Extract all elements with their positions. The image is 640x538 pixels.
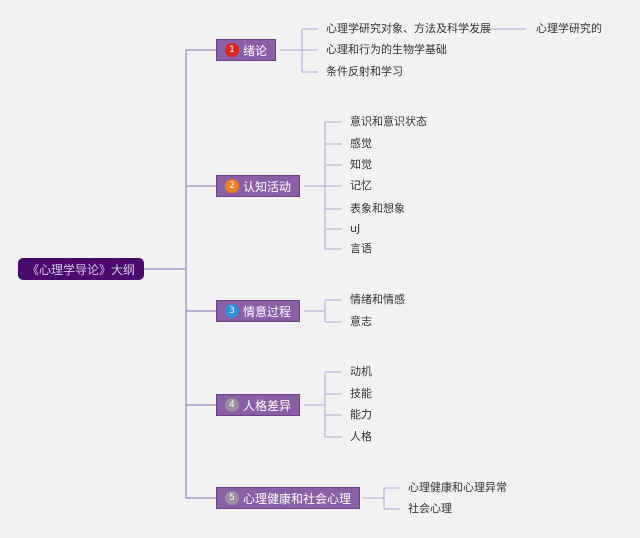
leaf-item[interactable]: 表象和想象	[350, 202, 405, 215]
section-node-1[interactable]: 1 绪论	[216, 39, 277, 61]
root-label: 《心理学导论》大纲	[26, 262, 135, 277]
leaf-item[interactable]: 感觉	[350, 137, 372, 150]
badge-3-icon: 3	[225, 304, 239, 318]
leaf-item[interactable]: 人格	[350, 430, 372, 443]
sub-leaf-item[interactable]: 心理学研究的	[536, 22, 602, 35]
section-node-2[interactable]: 2 认知活动	[216, 175, 301, 197]
root-node[interactable]: 《心理学导论》大纲	[18, 258, 144, 280]
leaf-item[interactable]: 社会心理	[408, 502, 452, 515]
leaf-item[interactable]: 能力	[350, 408, 372, 421]
leaf-item[interactable]: 意志	[350, 315, 372, 328]
leaf-item[interactable]: 心理和行为的生物学基础	[326, 43, 447, 56]
section-label-4: 人格差异	[243, 398, 292, 413]
badge-2-icon: 2	[225, 179, 239, 193]
leaf-item[interactable]: 心理健康和心理异常	[408, 481, 507, 494]
section-node-3[interactable]: 3 情意过程	[216, 300, 301, 322]
leaf-item[interactable]: 言语	[350, 242, 372, 255]
badge-1-icon: 1	[225, 43, 239, 57]
leaf-item[interactable]: 记忆	[350, 179, 372, 192]
leaf-item[interactable]: 条件反射和学习	[326, 65, 403, 78]
leaf-item[interactable]: uJ	[350, 222, 361, 235]
section-label-2: 认知活动	[243, 179, 292, 194]
section-label-3: 情意过程	[243, 304, 292, 319]
leaf-item[interactable]: 动机	[350, 365, 372, 378]
section-node-4[interactable]: 4 人格差异	[216, 394, 301, 416]
badge-5-icon: 5	[225, 491, 239, 505]
leaf-item[interactable]: 情绪和情感	[350, 293, 405, 306]
leaf-item[interactable]: 意识和意识状态	[350, 115, 427, 128]
leaf-item[interactable]: 心理学研究对象、方法及科学发展	[326, 22, 491, 35]
leaf-item[interactable]: 技能	[350, 387, 372, 400]
section-label-1: 绪论	[243, 43, 268, 58]
badge-4-icon: 4	[225, 398, 239, 412]
section-label-5: 心理健康和社会心理	[243, 491, 352, 506]
section-node-5[interactable]: 5 心理健康和社会心理	[216, 487, 361, 509]
leaf-item[interactable]: 知觉	[350, 158, 372, 171]
